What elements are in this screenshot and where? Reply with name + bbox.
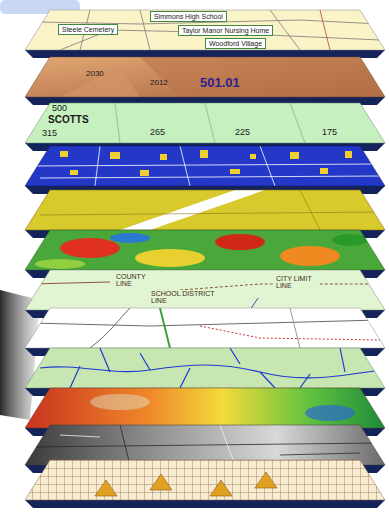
place-label-box: Steele Cemetery <box>58 24 118 35</box>
place-name: Steele Cemetery <box>62 26 114 33</box>
place-label-box: Woodford Village <box>205 38 266 49</box>
layer-buildings <box>25 146 385 194</box>
map-label: 2030 <box>86 70 104 78</box>
map-label: COUNTY LINE <box>115 273 155 288</box>
place-name: Simmons High School <box>154 13 223 20</box>
map-label: CITY LIMIT LINE <box>275 275 319 290</box>
map-label: 501.01 <box>200 76 240 90</box>
map-label: 265 <box>150 128 165 137</box>
place-name: Taylor Manor Nursing Home <box>182 27 269 34</box>
layer-census <box>25 57 385 105</box>
map-label: 315 <box>42 129 57 138</box>
map-label: 2012 <box>150 79 168 87</box>
map-label: SCHOOL DISTRICT LINE <box>150 290 222 305</box>
layer-parcels <box>25 103 385 151</box>
layer-basemap <box>25 10 385 58</box>
map-label: 175 <box>322 128 337 137</box>
place-name: Woodford Village <box>209 40 262 47</box>
layer-grid <box>0 460 389 508</box>
map-label: SCOTTS <box>48 115 89 126</box>
place-label-box: Simmons High School <box>150 11 227 22</box>
map-label: 225 <box>235 128 250 137</box>
place-label-box: Taylor Manor Nursing Home <box>178 25 273 36</box>
map-label: 500 <box>52 104 67 113</box>
